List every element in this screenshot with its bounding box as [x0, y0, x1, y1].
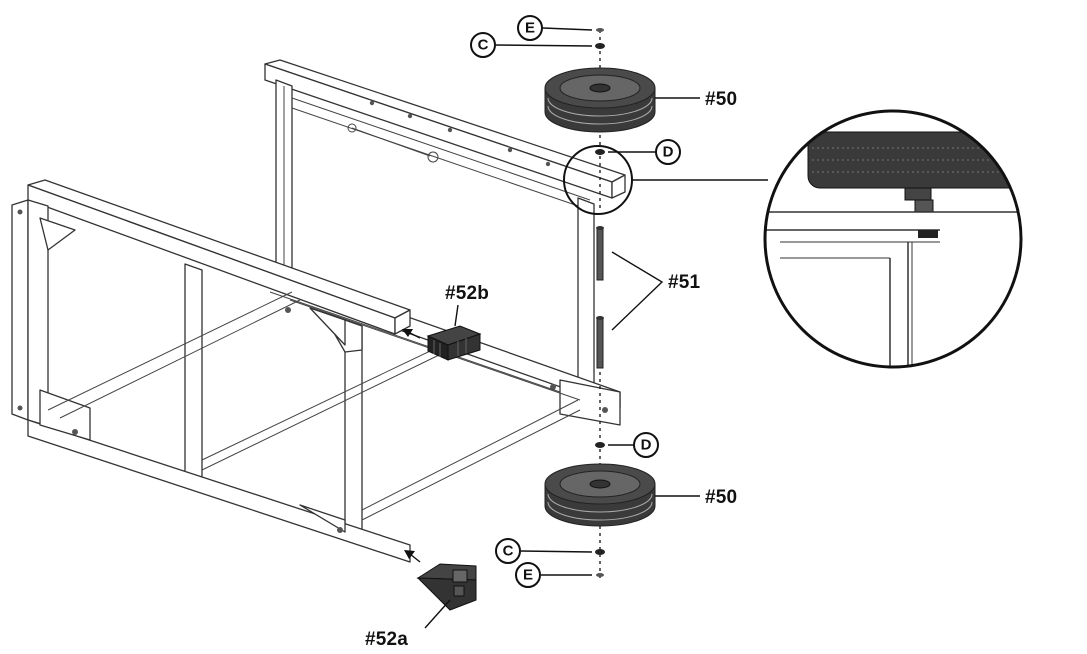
axle-pins [596, 226, 604, 369]
wheel-top-label: #50 [705, 89, 737, 110]
axle-pins-label: #51 [668, 272, 701, 293]
wheel-top [544, 67, 656, 133]
svg-text:C: C [478, 37, 489, 54]
leg-cap-b [426, 325, 482, 361]
detail-view [763, 109, 1023, 369]
callout-e-top: E [517, 15, 593, 41]
washer-c-bottom [595, 549, 605, 555]
handle-rod [347, 123, 439, 163]
callout-c-bottom: C [495, 538, 593, 564]
arrow-52a [404, 550, 421, 563]
svg-text:D: D [663, 144, 674, 161]
callout-d-bottom: D [608, 432, 659, 458]
clip-e-top [596, 28, 604, 32]
svg-text:C: C [503, 543, 514, 560]
svg-text:E: E [523, 567, 533, 584]
callout-d-top: D [608, 139, 681, 165]
washer-d-top [595, 149, 605, 155]
callout-e-bottom: E [515, 562, 592, 588]
front-frame [11, 179, 581, 563]
arrow-52b [402, 329, 421, 339]
wheel-bottom [544, 463, 656, 527]
leg-cap-a [416, 563, 477, 611]
washer-d-bottom [595, 442, 605, 448]
callout-c-top: C [470, 32, 593, 58]
svg-text:E: E [525, 20, 535, 37]
clip-e-bottom [596, 573, 604, 577]
svg-text:D: D [641, 437, 652, 454]
washer-c-top [595, 43, 605, 49]
leg-cap-b-label: #52b [445, 283, 489, 304]
leg-cap-a-label: #52a [365, 629, 408, 650]
wheel-bottom-label: #50 [705, 487, 737, 508]
